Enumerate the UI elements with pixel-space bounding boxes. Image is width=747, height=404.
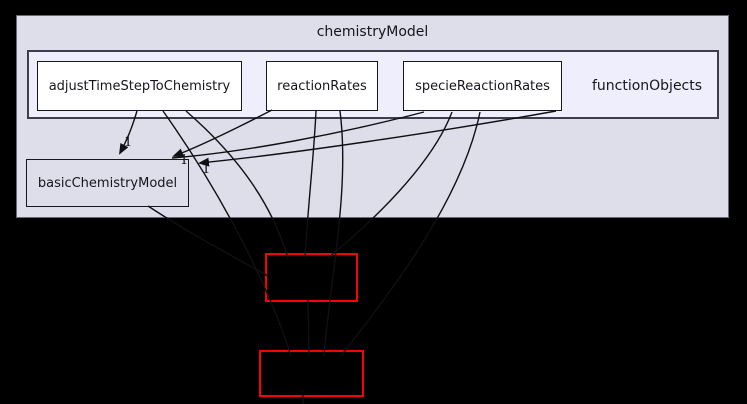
external-node-1[interactable]	[265, 253, 358, 302]
cluster-chemistryModel-label[interactable]: chemistryModel	[316, 24, 429, 40]
edge-external-1-to-external-2	[307, 299, 310, 357]
node-specieReactionRates[interactable]: specieReactionRates	[403, 61, 562, 111]
node-basicChemistryModel[interactable]: basicChemistryModel	[26, 159, 189, 207]
node-reactionRates-label: reactionRates	[277, 78, 367, 94]
node-reactionRates[interactable]: reactionRates	[266, 61, 378, 111]
node-adjustTimeStepToChemistry-label: adjustTimeStepToChemistry	[48, 78, 231, 94]
node-basicChemistryModel-label: basicChemistryModel	[37, 175, 178, 191]
external-node-2[interactable]	[259, 350, 364, 397]
cluster-functionObjects-label[interactable]: functionObjects	[591, 78, 703, 94]
node-specieReactionRates-label: specieReactionRates	[415, 78, 550, 94]
node-adjustTimeStepToChemistry[interactable]: adjustTimeStepToChemistry	[37, 61, 242, 111]
